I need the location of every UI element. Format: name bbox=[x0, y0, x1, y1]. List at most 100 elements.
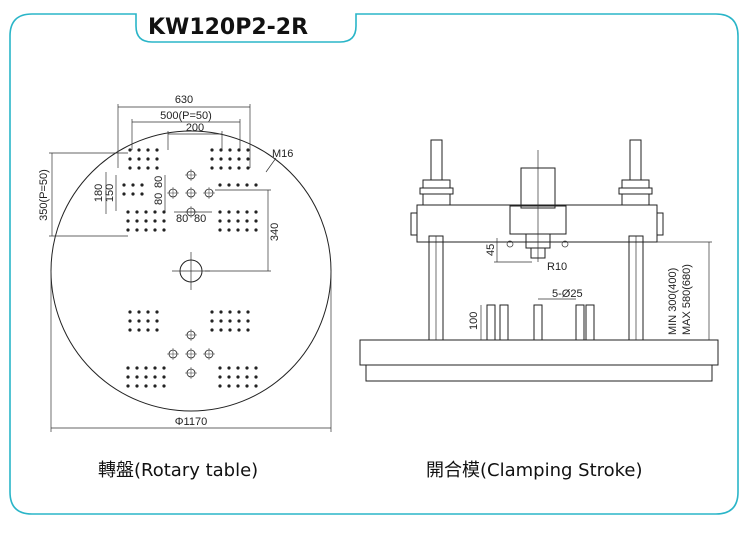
bolt-hole bbox=[218, 183, 222, 187]
bolt-hole bbox=[135, 384, 139, 388]
bolt-hole bbox=[162, 210, 166, 214]
bolt-hole bbox=[246, 310, 250, 314]
bolt-hole bbox=[246, 166, 250, 170]
bolt-hole bbox=[144, 384, 148, 388]
bolt-hole bbox=[162, 219, 166, 223]
dim-m16: M16 bbox=[272, 148, 293, 160]
bolt-hole bbox=[245, 228, 249, 232]
bolt-hole bbox=[227, 219, 231, 223]
bolt-hole bbox=[131, 183, 135, 187]
bolt-hole bbox=[122, 192, 126, 196]
bolt-hole bbox=[254, 228, 258, 232]
bolt-hole bbox=[210, 157, 214, 161]
bolt-hole bbox=[245, 210, 249, 214]
dim-holes: 5-Ø25 bbox=[552, 288, 583, 300]
bolt-hole bbox=[245, 183, 249, 187]
bolt-hole bbox=[254, 210, 258, 214]
bolt-hole bbox=[137, 166, 141, 170]
dim-350: 350(P=50) bbox=[38, 169, 50, 221]
bolt-hole bbox=[228, 157, 232, 161]
dim-180: 180 bbox=[93, 184, 105, 202]
bolt-hole bbox=[137, 157, 141, 161]
bolt-hole bbox=[144, 219, 148, 223]
bolt-hole bbox=[254, 183, 258, 187]
bolt-hole bbox=[210, 310, 214, 314]
bolt-hole bbox=[153, 228, 157, 232]
bolt-hole bbox=[227, 210, 231, 214]
hole-pattern bbox=[122, 148, 258, 388]
pin-4 bbox=[575, 304, 585, 341]
bolt-hole bbox=[126, 366, 130, 370]
base-plate bbox=[359, 339, 719, 366]
dim-min: MIN 300(400) bbox=[667, 268, 679, 335]
bolt-hole bbox=[140, 183, 144, 187]
bolt-hole bbox=[246, 148, 250, 152]
bolt-hole bbox=[219, 319, 223, 323]
bolt-hole bbox=[162, 228, 166, 232]
bolt-hole bbox=[236, 384, 240, 388]
bolt-hole bbox=[144, 375, 148, 379]
bolt-hole bbox=[128, 310, 132, 314]
bolt-hole bbox=[131, 192, 135, 196]
locating-holes bbox=[167, 169, 215, 379]
bolt-hole bbox=[227, 366, 231, 370]
dim-100: 100 bbox=[468, 312, 480, 330]
bolt-hole bbox=[246, 328, 250, 332]
dim-500: 500(P=50) bbox=[160, 110, 212, 122]
bolt-hole bbox=[146, 310, 150, 314]
base-plate-lower bbox=[365, 364, 713, 382]
bolt-hole bbox=[254, 366, 258, 370]
bolt-hole bbox=[210, 328, 214, 332]
pin-2 bbox=[499, 304, 509, 341]
pin-1 bbox=[486, 304, 496, 341]
bolt-hole bbox=[228, 166, 232, 170]
bolt-hole bbox=[128, 328, 132, 332]
bolt-hole bbox=[153, 366, 157, 370]
bolt-hole bbox=[228, 328, 232, 332]
bolt-hole bbox=[155, 310, 159, 314]
bolt-hole bbox=[237, 148, 241, 152]
dim-200: 200 bbox=[186, 122, 204, 134]
bolt-hole bbox=[246, 319, 250, 323]
bolt-hole bbox=[146, 166, 150, 170]
bolt-hole bbox=[144, 228, 148, 232]
dim-80-c: 80 bbox=[176, 213, 188, 225]
bolt-hole bbox=[245, 375, 249, 379]
bolt-hole bbox=[254, 219, 258, 223]
bolt-hole bbox=[236, 228, 240, 232]
bolt-hole bbox=[153, 210, 157, 214]
pin-3 bbox=[533, 304, 543, 341]
crossbeam bbox=[416, 204, 658, 243]
dim-45: 45 bbox=[485, 244, 497, 256]
dim-150: 150 bbox=[104, 184, 116, 202]
dim-340: 340 bbox=[269, 223, 281, 241]
bolt-hole bbox=[236, 375, 240, 379]
bolt-hole bbox=[237, 157, 241, 161]
dim-r10: R10 bbox=[547, 261, 567, 273]
bolt-hole bbox=[153, 384, 157, 388]
dim-1170: Φ1170 bbox=[175, 416, 207, 428]
bolt-hole bbox=[155, 148, 159, 152]
bolt-hole bbox=[245, 366, 249, 370]
bolt-hole bbox=[237, 310, 241, 314]
bolt-hole bbox=[137, 148, 141, 152]
bolt-hole bbox=[219, 328, 223, 332]
bolt-hole bbox=[227, 183, 231, 187]
bolt-hole bbox=[218, 228, 222, 232]
bolt-hole bbox=[228, 310, 232, 314]
bolt-hole bbox=[246, 157, 250, 161]
bolt-hole bbox=[254, 384, 258, 388]
dim-80-a: 80 bbox=[153, 193, 165, 205]
bolt-hole bbox=[236, 183, 240, 187]
outer-frame bbox=[9, 13, 739, 515]
bolt-hole bbox=[135, 375, 139, 379]
bolt-hole bbox=[210, 166, 214, 170]
bolt-hole bbox=[237, 166, 241, 170]
bolt-hole bbox=[153, 375, 157, 379]
bolt-hole bbox=[146, 328, 150, 332]
bolt-hole bbox=[146, 148, 150, 152]
bolt-hole bbox=[126, 384, 130, 388]
bolt-hole bbox=[228, 148, 232, 152]
bolt-hole bbox=[245, 384, 249, 388]
